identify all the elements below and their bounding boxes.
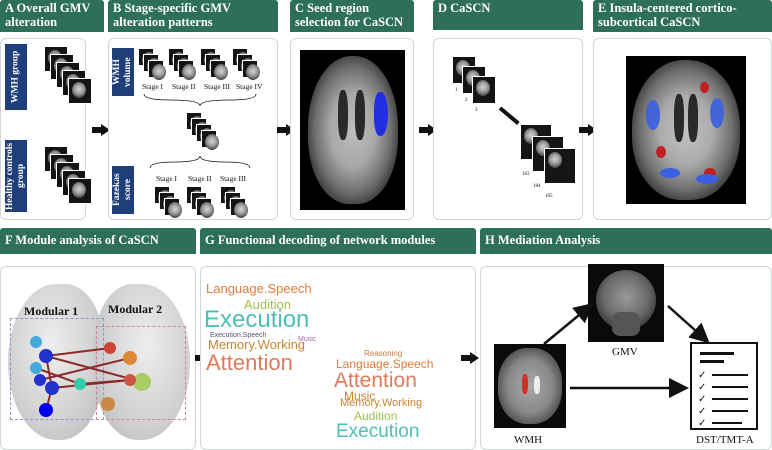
panel-c-title: C Seed region selection for CaSCN xyxy=(290,0,414,32)
panel-e-title: E Insula-centered cortico- subcortical C… xyxy=(593,0,772,32)
module-1-box xyxy=(10,318,104,420)
gmv-brain-image xyxy=(588,264,664,342)
module-2-label: Modular 2 xyxy=(108,302,162,317)
wmh-label: WMH xyxy=(514,434,542,446)
d-num-184: 184 xyxy=(533,184,541,189)
d-num-3: 3 xyxy=(475,108,478,113)
module-1-label: Modular 1 xyxy=(24,304,78,319)
panel-b-title-line1: B Stage-specific GMV xyxy=(113,1,273,15)
b-bottom-stage-2: Stage II xyxy=(188,174,212,183)
panel-d-title-text: D CaSCN xyxy=(438,1,578,15)
wc1-attention: Attention xyxy=(206,352,293,374)
panel-a-title: A Overall GMV alteration xyxy=(0,0,104,32)
gmv-label: GMV xyxy=(612,346,638,358)
wc2-execution: Execution xyxy=(336,422,419,441)
module-2-box xyxy=(96,326,186,420)
panel-c-title-line2: selection for CaSCN xyxy=(295,15,409,29)
panel-b-title-line2: alteration patterns xyxy=(113,15,273,29)
arrow-g-to-h xyxy=(470,352,479,364)
b-top-stage-2: Stage II xyxy=(172,82,196,91)
panel-a-title-line2: alteration xyxy=(5,15,99,29)
panel-h-title: H Mediation Analysis xyxy=(480,228,772,254)
panel-f-title: F Module analysis of CaSCN xyxy=(0,228,196,254)
seed-region-blue xyxy=(374,92,388,136)
wmh-volume-label: WMH volume xyxy=(112,48,134,96)
healthy-controls-label: Healthy controls group xyxy=(5,140,27,212)
panel-f-title-text: F Module analysis of CaSCN xyxy=(5,233,191,247)
d-num-1: 1 xyxy=(455,88,458,93)
wmh-brain-image xyxy=(494,344,566,428)
b-bottom-stage-3: Stage III xyxy=(220,174,246,183)
word-cloud-1: Language.Speech Audition Execution Execu… xyxy=(204,272,340,380)
insula-brain-axial xyxy=(626,56,746,204)
panel-a-title-line1: A Overall GMV xyxy=(5,1,99,15)
d-num-183: 183 xyxy=(522,172,530,177)
word-cloud-2: Reasoning Language.Speech Attention Musi… xyxy=(334,346,458,446)
panel-c-title-line1: C Seed region xyxy=(295,1,409,15)
b-top-stage-4: Stage IV xyxy=(236,82,262,91)
panel-e-title-line2: subcortical CaSCN xyxy=(598,15,767,29)
fazekas-score-label: Fazekas score xyxy=(112,166,134,214)
wmh-group-label: WMH group xyxy=(5,44,27,110)
d-num-185: 185 xyxy=(545,194,553,199)
outcome-label: DST/TMT-A xyxy=(696,434,754,446)
panel-d-title: D CaSCN xyxy=(433,0,583,30)
wc1-language-speech: Language.Speech xyxy=(206,282,312,295)
panel-g-title: G Functional decoding of network modules xyxy=(200,228,476,254)
panel-b-title: B Stage-specific GMV alteration patterns xyxy=(108,0,278,32)
wc1-execution: Execution xyxy=(204,308,309,332)
panel-e-title-line1: E Insula-centered cortico- xyxy=(598,1,767,15)
wc2-attention: Attention xyxy=(334,370,417,391)
b-bottom-stage-1: Stage I xyxy=(156,174,177,183)
seed-brain-axial xyxy=(300,50,405,210)
b-top-stage-1: Stage I xyxy=(142,82,163,91)
d-num-2: 2 xyxy=(465,98,468,103)
b-top-stage-3: Stage III xyxy=(204,82,230,91)
outcome-document-icon: ✓✓✓✓✓ xyxy=(690,342,758,430)
panel-g-title-text: G Functional decoding of network modules xyxy=(205,233,471,247)
panel-h-title-text: H Mediation Analysis xyxy=(485,233,767,247)
wc2-memory-working: Memory.Working xyxy=(340,398,422,409)
